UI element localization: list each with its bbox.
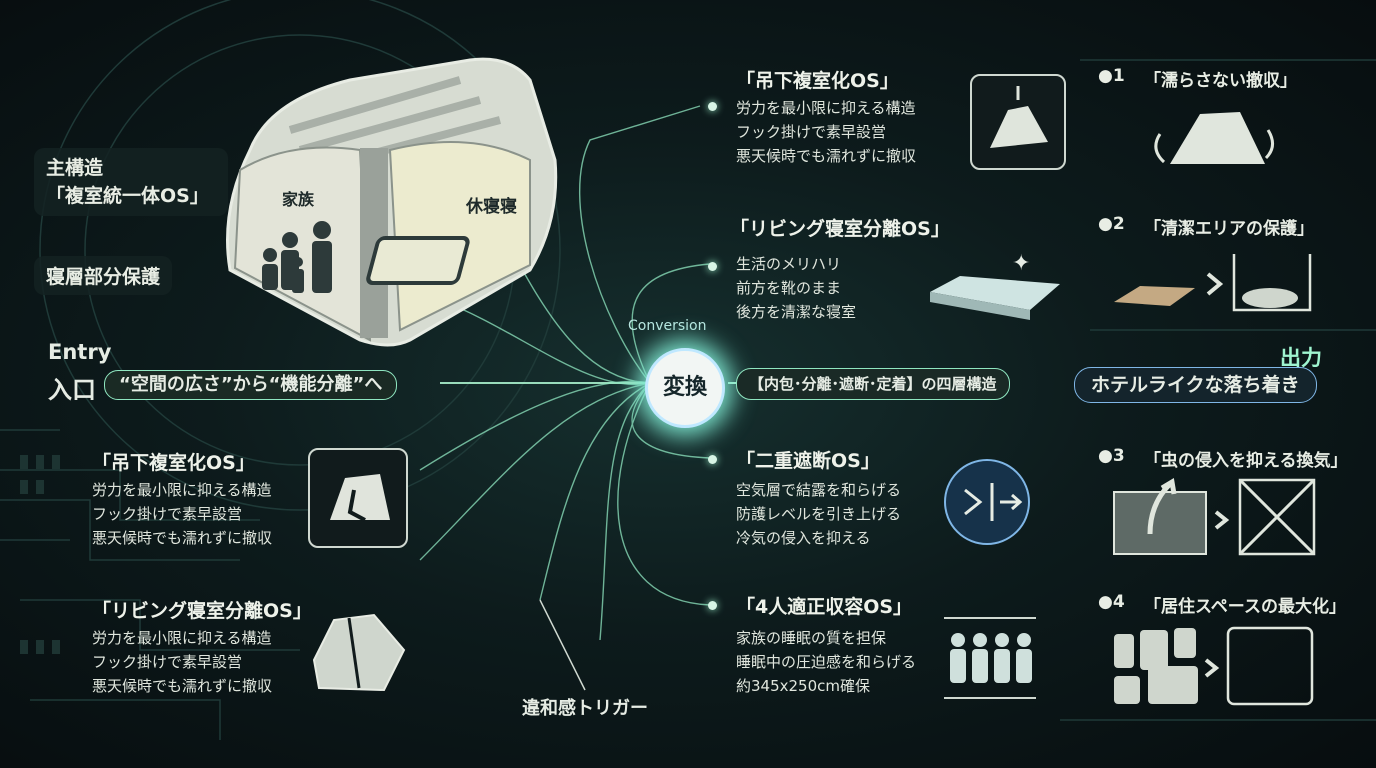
left-section-1-title: 「吊下複室化OS」 <box>92 452 255 474</box>
right-section-3-line-2: 防護レベルを引き上げる <box>736 505 902 523</box>
hook-tent-icon <box>970 74 1066 170</box>
entry-jp-label: 入口 <box>48 376 96 404</box>
main-structure-label: 主構造 「複室統一体OS」 <box>34 148 228 216</box>
benefit-1-num: ●1 <box>1098 66 1125 86</box>
dry-pack-icon <box>1154 112 1274 164</box>
benefit-3-label: 「虫の侵入を抑える換気」 <box>1144 451 1348 471</box>
main-structure-name: 「複室統一体OS」 <box>46 185 209 207</box>
sub-structure-label: 寝層部分保護 <box>34 256 173 295</box>
floor-mat-icon: ✦ <box>930 251 1060 320</box>
left-section-2-line-3: 悪天候時でも濡れずに撤収 <box>92 677 273 695</box>
right-section-2-line-1: 生活のメリハリ <box>736 255 842 273</box>
right-section-4-line-3: 約345x250cm確保 <box>736 677 870 695</box>
tent-family-label: 家族 <box>282 190 315 209</box>
benefit-2-label: 「清潔エリアの保護」 <box>1144 219 1314 239</box>
left-section-1-line-2: フック掛けで素早設営 <box>92 505 243 523</box>
benefit-3-num: ●3 <box>1098 446 1125 466</box>
tent-hang-icon <box>308 448 408 548</box>
double-barrier-icon <box>944 459 1030 545</box>
right-section-3-title: 「二重遮断OS」 <box>736 450 880 472</box>
right-section-1-line-2: フック掛けで素早設営 <box>736 123 887 141</box>
clean-area-icon <box>1114 254 1312 312</box>
output-text: ホテルライクな落ち着き <box>1074 367 1317 403</box>
left-section-2-title: 「リビング寝室分離OS」 <box>92 600 312 622</box>
benefit-1-label: 「濡らさない撤収」 <box>1144 71 1297 91</box>
right-section-4-title: 「4人適正収容OS」 <box>736 596 913 618</box>
right-section-4-line-2: 睡眠中の圧迫感を和らげる <box>736 653 917 671</box>
benefit-4-num: ●4 <box>1098 592 1125 612</box>
conversion-label: Conversion <box>628 318 707 334</box>
right-section-3-line-1: 空気層で結露を和らげる <box>736 481 902 499</box>
bug-block-icon <box>1113 477 1316 556</box>
left-section-1-line-3: 悪天候時でも濡れずに撤収 <box>92 529 273 547</box>
right-section-1-title: 「吊下複室化OS」 <box>736 70 899 92</box>
tent-sleep-label: 休寝寝 <box>466 197 517 217</box>
right-section-1-dot <box>708 102 717 111</box>
right-section-2-title: 「リビング寝室分離OS」 <box>730 218 950 240</box>
benefit-2-num: ●2 <box>1098 214 1125 234</box>
tent-icon <box>226 57 558 347</box>
left-section-1-line-1: 労力を最小限に抑える構造 <box>92 481 272 499</box>
right-section-4-dot <box>708 601 717 610</box>
left-section-2-line-2: フック掛けで素早設営 <box>92 653 243 671</box>
main-structure-heading: 主構造 <box>46 157 104 179</box>
output-title: 出力 <box>1280 346 1322 370</box>
right-section-2-line-2: 前方を靴のまま <box>736 279 842 297</box>
right-section-3-line-3: 冷気の侵入を抑える <box>736 529 871 547</box>
right-section-1-line-1: 労力を最小限に抑える構造 <box>736 99 916 117</box>
right-section-1-line-3: 悪天候時でも濡れずに撤収 <box>736 147 917 165</box>
entry-text: “空間の広さ”から“機能分離”へ <box>104 370 398 400</box>
four-people-icon <box>944 617 1036 699</box>
right-section-3-dot <box>708 455 717 464</box>
four-layer-band: 【内包･分離･遮断･定着】の四層構造 <box>736 368 1010 400</box>
entry-en-label: Entry <box>48 340 112 364</box>
right-section-4-line-1: 家族の睡眠の質を担保 <box>736 629 887 647</box>
right-section-2-line-3: 後方を清潔な寝室 <box>736 303 857 321</box>
conversion-hub: 変換 <box>645 348 725 428</box>
right-section-2-dot <box>708 262 717 271</box>
left-section-2-line-1: 労力を最小限に抑える構造 <box>92 629 272 647</box>
tent-split-icon <box>312 613 406 692</box>
space-max-icon <box>1114 626 1314 706</box>
svg-text:✦: ✦ <box>1012 251 1030 276</box>
trigger-label: 違和感トリガー <box>522 698 648 719</box>
benefit-4-label: 「居住スペースの最大化」 <box>1144 597 1346 617</box>
